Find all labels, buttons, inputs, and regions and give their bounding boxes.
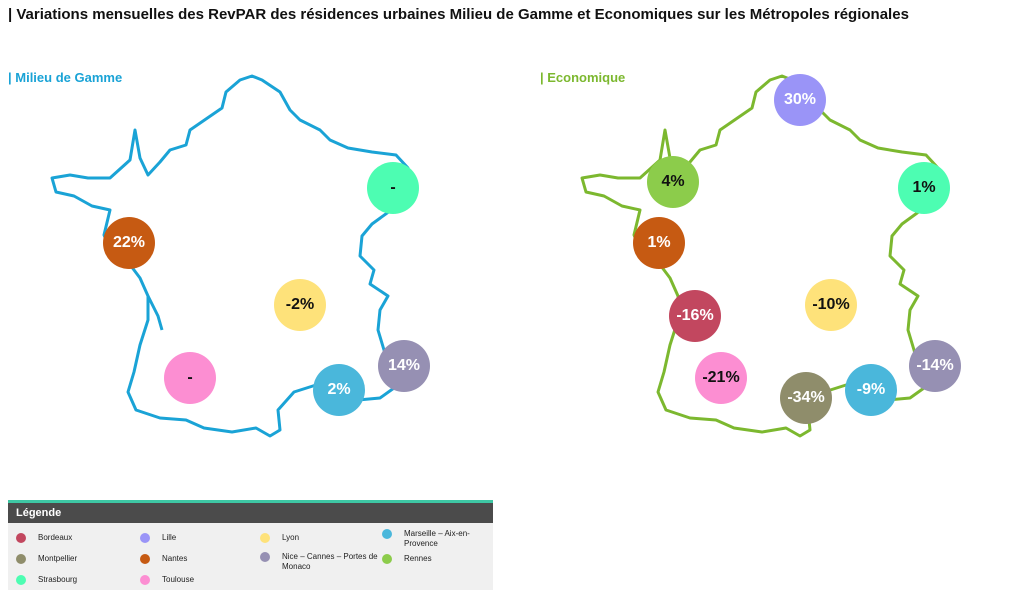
bubble-rennes: 4% [647,156,699,208]
value-label: -2% [285,296,315,313]
bubble-lyon: -10% [805,279,857,331]
bubble-toulouse: -21% [695,352,747,404]
legend-dot-icon [140,575,150,585]
legend-label: Rennes [404,554,432,563]
value-label: -21% [702,369,740,386]
legend-dot-icon [382,554,392,564]
legend-item-marseille: Marseille – Aix-en-Provence [382,529,493,549]
legend-item-nice: Nice – Cannes – Portes de Monaco [260,552,378,572]
legend-item-lyon: Lyon [260,533,299,543]
loire-estuary [146,295,164,331]
bubble-nice: -14% [909,340,961,392]
legend-label: Lyon [282,533,300,542]
value-label: 4% [661,173,685,190]
legend-label: Montpellier [38,554,78,563]
legend-label: Marseille – Aix-en-Provence [404,529,470,548]
bubble-marseille: 2% [313,364,365,416]
value-label: -10% [812,296,850,313]
bubble-nice: 14% [378,340,430,392]
legend-item-toulouse: Toulouse [140,575,194,585]
bubble-nantes: 22% [103,217,155,269]
value-label: -34% [787,389,825,406]
legend-item-lille: Lille [140,533,176,543]
bubble-bordeaux: -16% [669,290,721,342]
value-label: 30% [783,91,817,108]
legend-dot-icon [16,554,26,564]
legend-dot-icon [260,552,270,562]
legend-label: Nice – Cannes – Portes de Monaco [282,552,378,571]
bubble-strasbourg: - [367,162,419,214]
legend-dot-icon [16,533,26,543]
bubble-montpellier: -34% [780,372,832,424]
legend-dot-icon [16,575,26,585]
bubble-toulouse: - [164,352,216,404]
legend-item-rennes: Rennes [382,554,432,564]
legend-dot-icon [140,533,150,543]
value-label: 2% [327,381,351,398]
value-label: - [390,179,396,196]
bubble-strasbourg: 1% [898,162,950,214]
bubble-nantes: 1% [633,217,685,269]
value-label: -14% [916,357,954,374]
legend-label: Bordeaux [38,533,73,542]
legend-header: Légende [8,503,493,523]
legend-item-nantes: Nantes [140,554,187,564]
legend-item-strasbourg: Strasbourg [16,575,77,585]
map-label-milieu-de-gamme: | Milieu de Gamme [8,70,123,85]
value-label: 1% [912,179,936,196]
map-label-economique: | Economique [540,70,626,85]
value-label: - [187,369,193,386]
value-label: 14% [387,357,421,374]
legend-label: Strasbourg [38,575,78,584]
legend-item-bordeaux: Bordeaux [16,533,72,543]
legend-item-montpellier: Montpellier [16,554,77,564]
legend: Légende Bordeaux Montpellier Strasbourg … [8,500,493,590]
bubble-marseille: -9% [845,364,897,416]
legend-dot-icon [260,533,270,543]
bubble-lyon: -2% [274,279,326,331]
bubble-lille: 30% [774,74,826,126]
page-title: | Variations mensuelles des RevPAR des r… [8,6,909,23]
legend-label: Nantes [162,554,188,563]
legend-dot-icon [140,554,150,564]
france-map-milieu-de-gamme [50,74,410,438]
value-label: 1% [647,234,671,251]
value-label: -16% [676,307,714,324]
legend-label: Toulouse [162,575,195,584]
value-label: 22% [112,234,146,251]
legend-label: Lille [162,533,177,542]
value-label: -9% [856,381,886,398]
legend-dot-icon [382,529,392,539]
